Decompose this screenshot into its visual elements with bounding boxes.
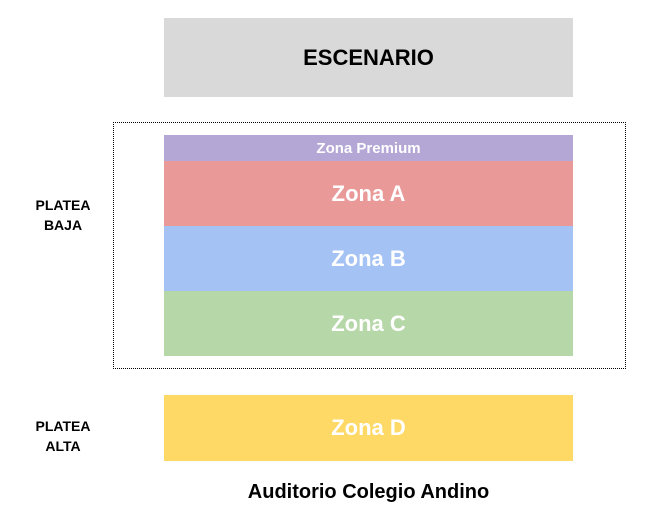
zone-a[interactable]: Zona A [164,161,573,226]
stage-label: ESCENARIO [303,44,434,70]
zone-label: Zona Premium [316,139,421,157]
section-label-platea-baja: PLATEA BAJA [22,195,104,235]
section-label-line: ALTA [45,438,81,454]
platea-baja-boundary [113,122,626,369]
section-label-platea-alta: PLATEA ALTA [22,416,104,456]
zone-b[interactable]: Zona B [164,226,573,291]
section-label-line: BAJA [43,217,83,233]
section-label-line: PLATEA [35,418,91,434]
diagram-title: Auditorio Colegio Andino [247,481,490,503]
zone-d[interactable]: Zona D [164,395,573,461]
zone-premium[interactable]: Zona Premium [164,135,573,161]
zone-label: Zona D [331,415,406,440]
zone-label: Zona A [331,180,406,206]
zone-label: Zona B [331,245,406,271]
section-label-line: PLATEA [35,197,91,213]
zone-c[interactable]: Zona C [164,291,573,356]
zone-label: Zona C [331,310,406,336]
stage: ESCENARIO [164,18,573,97]
